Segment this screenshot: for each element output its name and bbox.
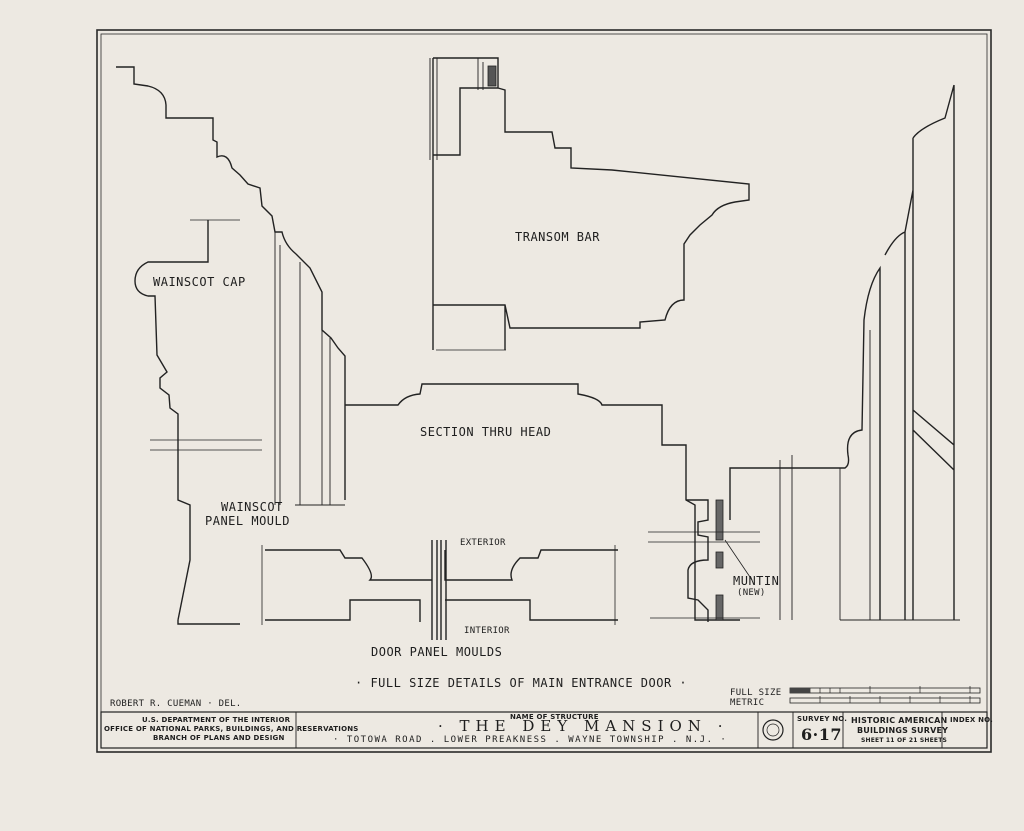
transom-hatched-block bbox=[487, 65, 497, 87]
wainscot-cap-rail bbox=[177, 620, 240, 625]
outer-border bbox=[96, 29, 992, 753]
title-block bbox=[100, 711, 988, 749]
right-jamb-profile bbox=[729, 84, 955, 620]
name-of-structure-label: NAME OF STRUCTURE bbox=[510, 713, 599, 721]
section-thru-head-profile bbox=[345, 383, 740, 621]
scale-bar bbox=[789, 686, 981, 704]
muntin-hatched-1 bbox=[715, 499, 724, 541]
survey-number: 6·17 bbox=[801, 725, 842, 744]
transom-bar-label: TRANSOM BAR bbox=[515, 230, 600, 244]
index-no-label: INDEX NO. bbox=[950, 716, 994, 724]
structure-location: · TOTOWA ROAD . LOWER PREAKNESS . WAYNE … bbox=[333, 735, 728, 745]
wainscot-cap-label: WAINSCOT CAP bbox=[153, 275, 246, 289]
right-jamb-lines bbox=[779, 330, 960, 621]
agency-line-3: BRANCH OF PLANS AND DESIGN bbox=[153, 734, 285, 742]
main-caption: · FULL SIZE DETAILS OF MAIN ENTRANCE DOO… bbox=[355, 676, 688, 690]
delineator: ROBERT R. CUEMAN · DEL. bbox=[110, 699, 242, 709]
muntin-profile bbox=[686, 499, 709, 622]
break-lines bbox=[150, 219, 616, 625]
wainscot-panel-mould-label-2: PANEL MOULD bbox=[205, 514, 290, 528]
agency-line-2: OFFICE OF NATIONAL PARKS, BUILDINGS, AND… bbox=[104, 725, 359, 733]
muntin-hatched-2 bbox=[715, 551, 724, 569]
habs-line-2: BUILDINGS SURVEY bbox=[857, 726, 949, 735]
left-stile-lines bbox=[274, 232, 345, 506]
wainscot-cap-lower bbox=[134, 220, 209, 621]
exterior-label: EXTERIOR bbox=[460, 538, 506, 548]
wainscot-panel-mould-label-1: WAINSCOT bbox=[221, 500, 283, 514]
door-panel-moulds-label: DOOR PANEL MOULDS bbox=[371, 645, 503, 659]
inner-border bbox=[100, 33, 988, 749]
muntin-label: MUNTIN bbox=[733, 574, 780, 588]
interior-label: INTERIOR bbox=[464, 626, 510, 636]
section-thru-head-label: SECTION THRU HEAD bbox=[420, 425, 552, 439]
agency-line-1: U.S. DEPARTMENT OF THE INTERIOR bbox=[142, 716, 291, 724]
transom-bar-profile bbox=[432, 57, 750, 350]
muntin-hatched-3 bbox=[715, 594, 724, 621]
survey-no-label: SURVEY NO. bbox=[797, 715, 848, 723]
structure-name: · THE DEY MANSION · bbox=[438, 717, 729, 735]
sheet-number: SHEET 11 OF 21 SHEETS bbox=[861, 737, 948, 744]
muntin-lines bbox=[648, 531, 760, 619]
scale-full-size-label: FULL SIZE bbox=[730, 688, 782, 698]
transom-head-lines bbox=[429, 58, 499, 160]
door-panel-moulds bbox=[265, 540, 618, 640]
scale-metric-label: METRIC bbox=[730, 698, 765, 708]
muntin-note: (NEW) bbox=[737, 588, 766, 598]
habs-line-1: HISTORIC AMERICAN bbox=[851, 716, 948, 725]
wainscot-cap-profile bbox=[116, 66, 346, 500]
habs-seal-icon bbox=[762, 719, 784, 741]
